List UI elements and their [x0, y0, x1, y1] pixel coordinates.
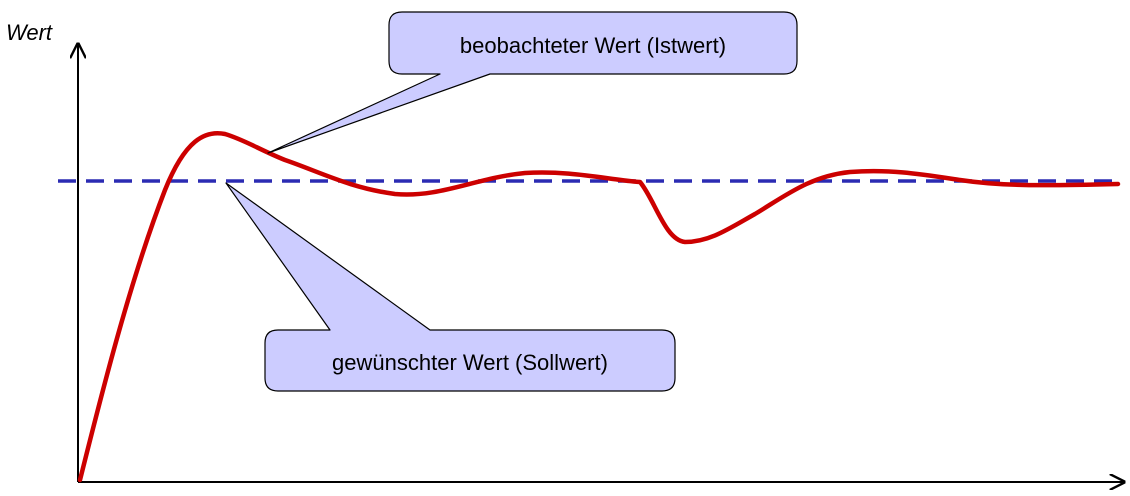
- sollwert-callout-bubble: [225, 182, 676, 392]
- actual-value-curve: [77, 130, 1121, 483]
- istwert-callout-bubble: [267, 11, 798, 154]
- sollwert-callout: gewünschter Wert (Sollwert): [225, 182, 676, 392]
- y-axis-label: Wert: [6, 20, 53, 45]
- istwert-label: beobachteter Wert (Istwert): [460, 33, 726, 58]
- istwert-callout: beobachteter Wert (Istwert): [267, 11, 798, 154]
- sollwert-label: gewünschter Wert (Sollwert): [332, 350, 608, 375]
